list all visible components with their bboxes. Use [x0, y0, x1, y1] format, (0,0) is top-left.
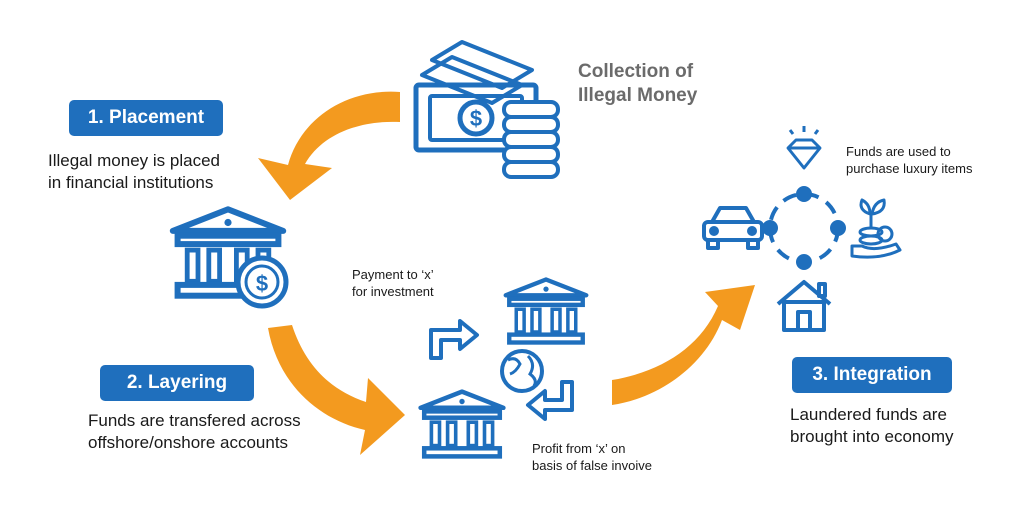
collection-title-line1: Collection of	[578, 61, 694, 82]
luxury-note-line2: purchase luxury items	[846, 161, 973, 176]
placement-desc-line2: in financial institutions	[48, 173, 214, 192]
luxury-note-line1: Funds are used to	[846, 144, 951, 159]
arrow-collection-to-placement	[258, 91, 400, 200]
money-stack-icon: $	[413, 40, 560, 179]
layering-desc-line2: offshore/onshore accounts	[88, 433, 289, 452]
luxury-note: Funds are used to purchase luxury items	[846, 143, 972, 177]
car-icon	[702, 206, 764, 250]
house-icon	[776, 280, 832, 332]
profit-note-line1: Profit from ‘x’ on	[532, 441, 626, 456]
integration-desc-line2: brought into economy	[790, 427, 954, 446]
integration-badge: 3. Integration	[792, 357, 952, 393]
arrow-placement-to-layering	[268, 325, 405, 455]
svg-text:$: $	[470, 106, 482, 131]
payment-note: Payment to ‘x’ for investment	[352, 266, 434, 300]
integration-cycle	[762, 186, 846, 270]
turn-arrow-icon	[526, 380, 574, 421]
collection-title-line2: Illegal Money	[578, 85, 698, 106]
payment-note-line2: for investment	[352, 284, 434, 299]
collection-title: Collection of Illegal Money	[578, 60, 697, 108]
bank-icon	[421, 392, 504, 457]
placement-desc-line1: Illegal money is placed	[48, 151, 220, 170]
placement-description: Illegal money is placed in financial ins…	[48, 150, 220, 194]
bank-icon	[506, 280, 587, 343]
placement-badge: 1. Placement	[69, 100, 223, 136]
payment-note-line1: Payment to ‘x’	[352, 267, 434, 282]
layering-desc-line1: Funds are transfered across	[88, 411, 301, 430]
svg-text:$: $	[256, 271, 268, 296]
profit-note-line2: basis of false invoive	[532, 458, 652, 473]
integration-description: Laundered funds are brought into economy	[790, 404, 954, 448]
turn-arrow-icon	[429, 319, 479, 360]
profit-note: Profit from ‘x’ on basis of false invoiv…	[532, 440, 652, 474]
diamond-icon	[786, 126, 822, 170]
layering-badge: 2. Layering	[100, 365, 254, 401]
globe-icon	[500, 349, 544, 393]
plant-investment-icon	[850, 198, 902, 259]
arrow-layering-to-integration	[612, 285, 755, 405]
bank-dollar-icon: $	[173, 209, 289, 309]
integration-desc-line1: Laundered funds are	[790, 405, 947, 424]
layering-description: Funds are transfered across offshore/ons…	[88, 410, 301, 454]
